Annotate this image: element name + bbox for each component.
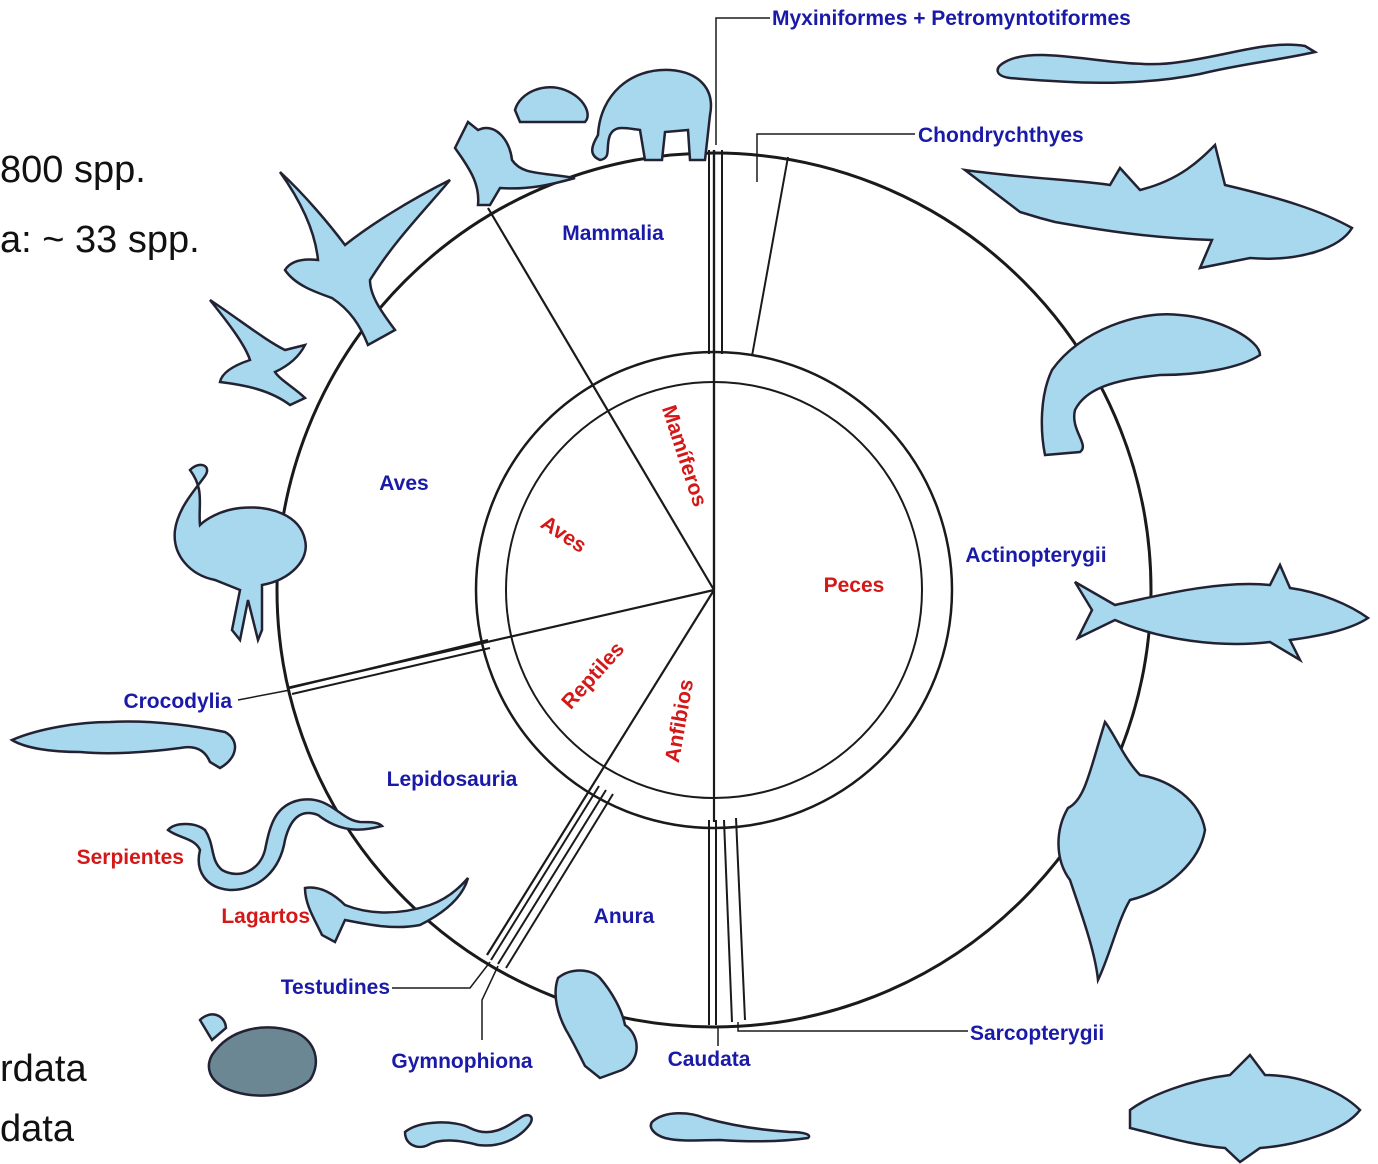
coelacanth-icon [1130,1055,1360,1162]
clade-label-myxiniformes: Myxiniformes + Petromyntotiformes [772,7,1131,30]
turtle-icon [200,1014,316,1095]
group-label-reptiles: Reptiles [557,638,629,714]
clade-label-mammalia: Mammalia [562,222,664,245]
caecilian-icon [405,1115,532,1147]
subgroup-label-serpientes: Serpientes [77,846,184,869]
clade-label-crocodylia: Crocodylia [123,690,232,713]
hagfish-icon [998,45,1315,83]
clade-label-gymnophiona: Gymnophiona [391,1050,532,1073]
crocodile-icon [12,722,235,768]
group-label-peces: Peces [824,574,885,597]
clade-label-chondrychthyes: Chondrychthyes [918,124,1084,147]
salmon-icon [1042,314,1260,455]
subgroup-label-lagartos: Lagartos [221,905,310,928]
clade-label-lepidosauria: Lepidosauria [387,768,518,791]
group-label-aves: Aves [537,511,591,557]
clade-label-actinopterygii: Actinopterygii [965,544,1106,567]
clade-label-caudata: Caudata [668,1048,751,1071]
clade-label-anura: Anura [594,905,655,928]
group-label-mamiferos: Mamíferos [657,402,711,509]
clade-label-testudines: Testudines [281,976,390,999]
tuna-icon [1075,565,1368,660]
kangaroo-icon [455,122,575,205]
ostrich-icon [175,465,306,640]
frog-icon [556,971,637,1079]
swallow-icon [210,300,305,405]
sunfish-icon [1058,722,1205,980]
shark-icon [965,145,1352,268]
snake-icon [168,799,382,890]
echidna-icon [515,87,588,122]
eagle-icon [280,172,450,345]
clade-label-aves: Aves [379,472,428,495]
label-leaders [238,18,968,1046]
group-label-anfibios: Anfibios [661,678,698,765]
clade-label-sarcopterygii: Sarcopterygii [970,1022,1104,1045]
salamander-icon [651,1113,809,1141]
elephant-icon [592,70,711,160]
